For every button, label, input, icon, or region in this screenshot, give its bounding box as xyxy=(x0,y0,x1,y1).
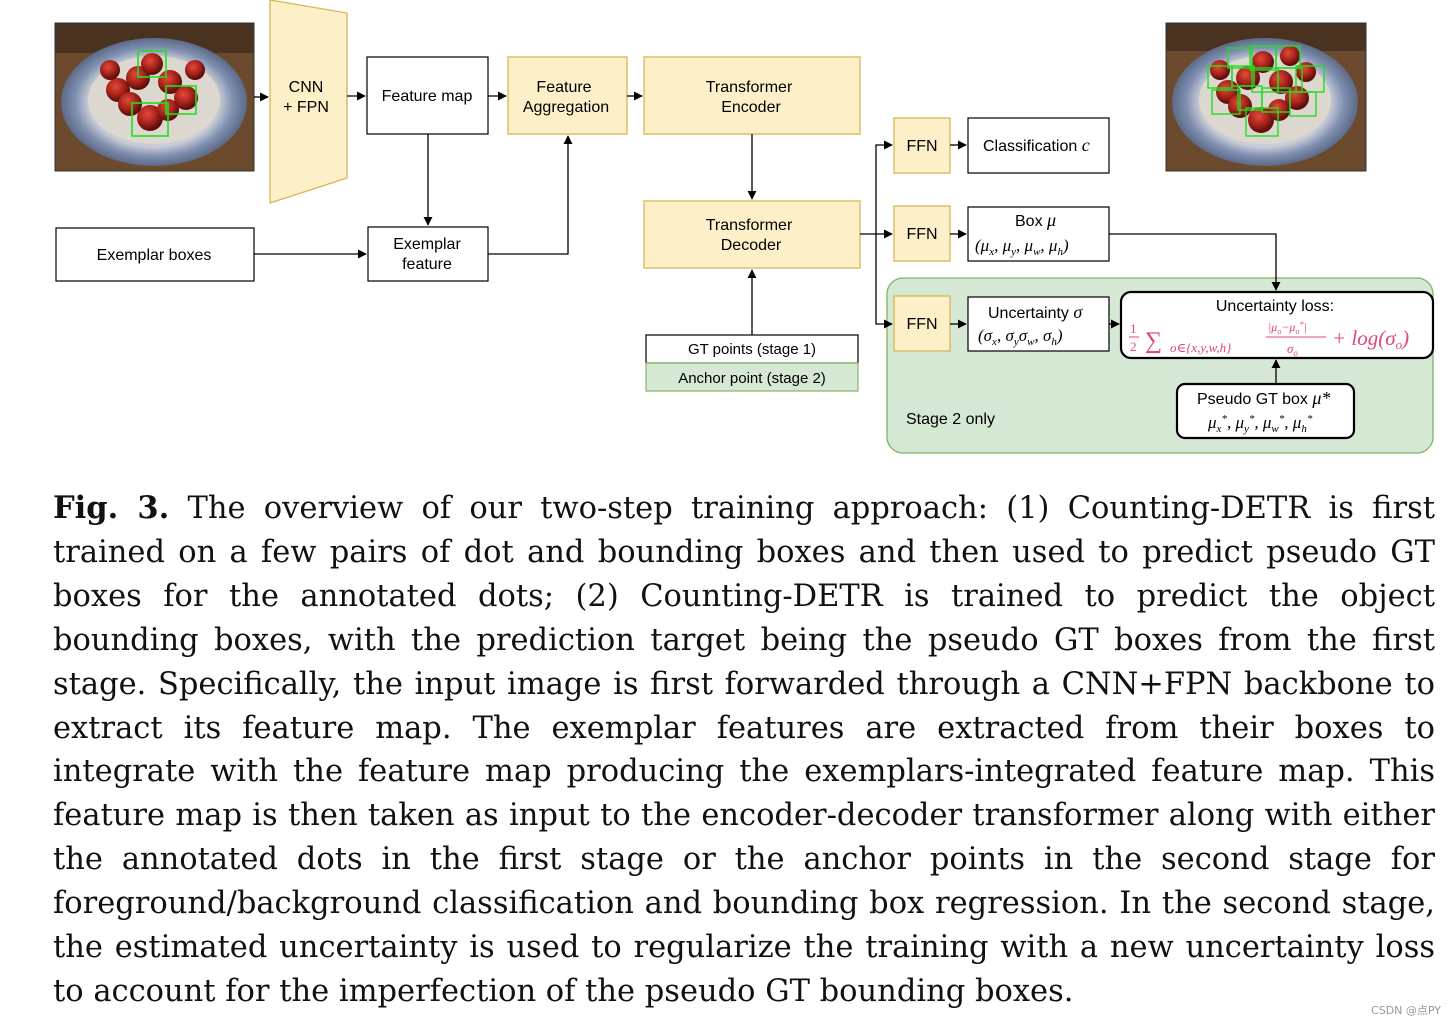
uncertainty-label: Uncertainty σ xyxy=(988,302,1083,322)
uncertainty-vars: (σx, σyσw, σh) xyxy=(978,326,1063,348)
uncertainty-loss-title: Uncertainty loss: xyxy=(1216,298,1334,315)
gt-points-label: GT points (stage 1) xyxy=(688,341,816,358)
fpn-label: + FPN xyxy=(283,99,329,116)
feature-aggregation-box xyxy=(507,56,628,135)
gt-points-box xyxy=(645,334,859,364)
exemplar-boxes-box xyxy=(55,227,255,282)
ffn-classification xyxy=(893,117,951,174)
encoder-line1: Transformer xyxy=(706,79,793,96)
classification-box xyxy=(967,117,1110,174)
uncertainty-box xyxy=(967,296,1110,352)
stage2-label: Stage 2 only xyxy=(906,411,995,428)
cnn-fpn-backbone xyxy=(269,0,348,204)
svg-text:∑: ∑ xyxy=(1145,328,1162,354)
transformer-encoder-box xyxy=(643,56,861,135)
encoder-line2: Encoder xyxy=(721,99,781,116)
cnn-label: CNN xyxy=(289,79,324,96)
svg-text:1: 1 xyxy=(1130,321,1137,336)
decoder-line2: Decoder xyxy=(721,237,782,254)
pseudo-gt-box xyxy=(1175,382,1356,440)
ffn-classification-label: FFN xyxy=(906,138,937,155)
ffn-box-label: FFN xyxy=(906,226,937,243)
figure-caption: Fig. 3. The overview of our two-step tra… xyxy=(53,487,1435,1014)
transformer-decoder-box xyxy=(643,200,861,269)
anchor-point-label: Anchor point (stage 2) xyxy=(678,370,826,387)
feature-aggregation-line1: Feature xyxy=(536,79,591,96)
watermark: CSDN @点PY xyxy=(1371,1004,1441,1017)
feature-map-label: Feature map xyxy=(382,88,473,105)
caption-text: The overview of our two-step training ap… xyxy=(53,491,1435,1009)
classification-label: Classification c xyxy=(983,135,1090,155)
predicted-box-marks xyxy=(1207,45,1325,137)
svg-text:2: 2 xyxy=(1130,339,1137,354)
exemplar-box-marks xyxy=(131,50,197,137)
decoder-line1: Transformer xyxy=(706,217,793,234)
svg-text:σo: σo xyxy=(1287,341,1298,358)
output-image xyxy=(1165,22,1367,172)
input-image xyxy=(54,22,255,172)
feature-aggregation-line2: Aggregation xyxy=(523,99,609,116)
exemplar-feature-line1: Exemplar xyxy=(393,236,461,253)
ffn-uncertainty-label: FFN xyxy=(906,316,937,333)
pseudo-gt-label: Pseudo GT box μ* xyxy=(1197,388,1330,408)
box-mu-vars: (μx, μy, μw, μh) xyxy=(975,236,1069,258)
connector-arrows xyxy=(254,91,1281,384)
svg-text:o∈{x,y,w,h}: o∈{x,y,w,h} xyxy=(1170,340,1232,355)
box-mu-label: Box μ xyxy=(1015,210,1056,230)
uncertainty-loss-box xyxy=(1119,290,1435,360)
exemplar-boxes-label: Exemplar boxes xyxy=(97,247,212,264)
figure-label: Fig. 3. xyxy=(53,490,170,526)
exemplar-feature-line2: feature xyxy=(402,256,452,273)
pseudo-gt-vars: μx*, μy*, μw*, μh* xyxy=(1207,413,1313,435)
anchor-point-box xyxy=(645,362,859,392)
